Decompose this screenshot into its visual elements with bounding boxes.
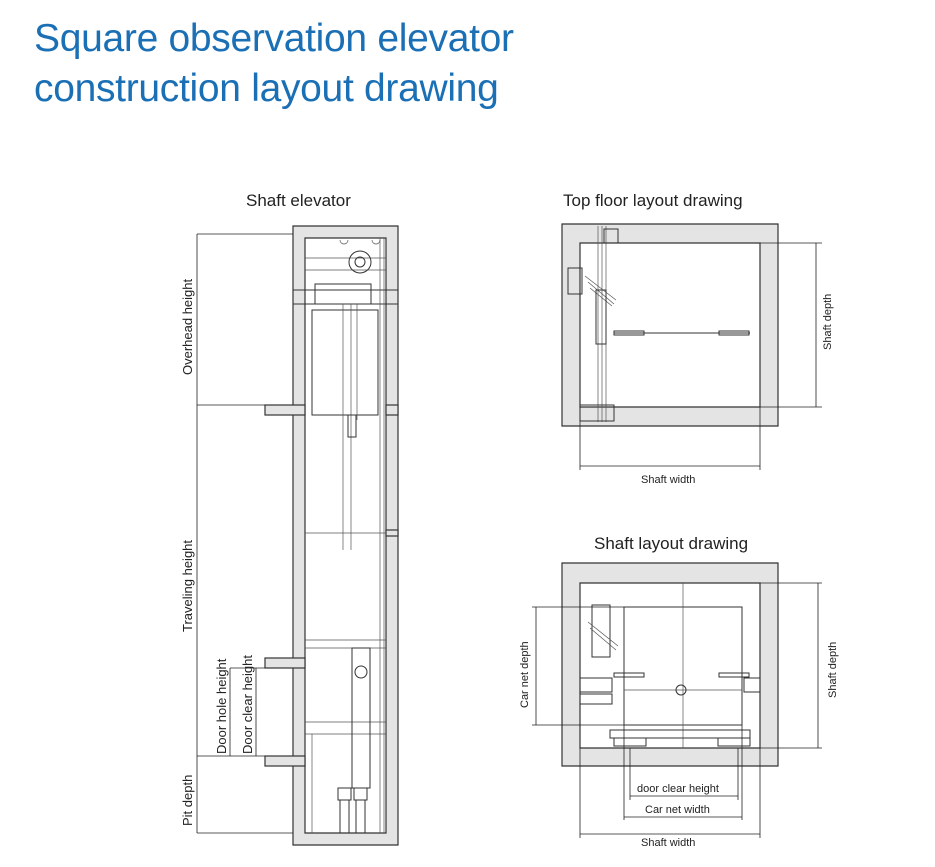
car-net-width-label: Car net width <box>645 804 710 816</box>
door-clear-width-label: door clear height <box>637 783 719 795</box>
shaft-layout-walls <box>561 562 779 767</box>
door-hole-height-label: Door hole height <box>214 658 229 754</box>
top-shaft-depth-label: Shaft depth <box>822 294 834 350</box>
car-center-mark <box>675 684 687 696</box>
overhead-height-label: Overhead height <box>180 278 195 375</box>
layout-shaft-width-label: Shaft width <box>641 837 695 849</box>
top-floor-drawing: Shaft depth Shaft width <box>561 223 834 486</box>
top-floor-walls <box>561 223 779 427</box>
shaft-layout-drawing: Car net depth Shaft depth door clear hei… <box>519 562 839 849</box>
floor-slab <box>264 404 306 416</box>
title-line-1: Square observation elevator <box>34 17 514 60</box>
buffer <box>355 799 366 834</box>
floor-slab <box>264 657 306 669</box>
page-title: Square observation elevator construction… <box>34 14 514 114</box>
title-line-2: construction layout drawing <box>34 67 499 110</box>
layout-shaft-depth-label: Shaft depth <box>827 642 839 698</box>
floor-slab <box>385 404 399 416</box>
shaft-layout-caption: Shaft layout drawing <box>594 534 749 553</box>
buffer <box>339 799 350 834</box>
door-clear-height-label: Door clear height <box>240 655 255 754</box>
floor-slab <box>264 755 306 767</box>
floor-slab <box>385 529 399 537</box>
pit-depth-label: Pit depth <box>180 775 195 826</box>
traveling-height-label: Traveling height <box>180 540 195 632</box>
shaft-elevator-caption: Shaft elevator <box>246 191 351 210</box>
car-net-depth-label: Car net depth <box>519 641 531 708</box>
shaft-elevator-drawing: Overhead height Traveling height Door ho… <box>180 225 399 846</box>
counterweight <box>351 647 371 789</box>
top-floor-caption: Top floor layout drawing <box>563 191 743 210</box>
machine-beam <box>292 289 399 305</box>
elevator-car <box>311 309 379 416</box>
shaft-wall-outline <box>292 225 399 846</box>
top-shaft-width-label: Shaft width <box>641 474 695 486</box>
